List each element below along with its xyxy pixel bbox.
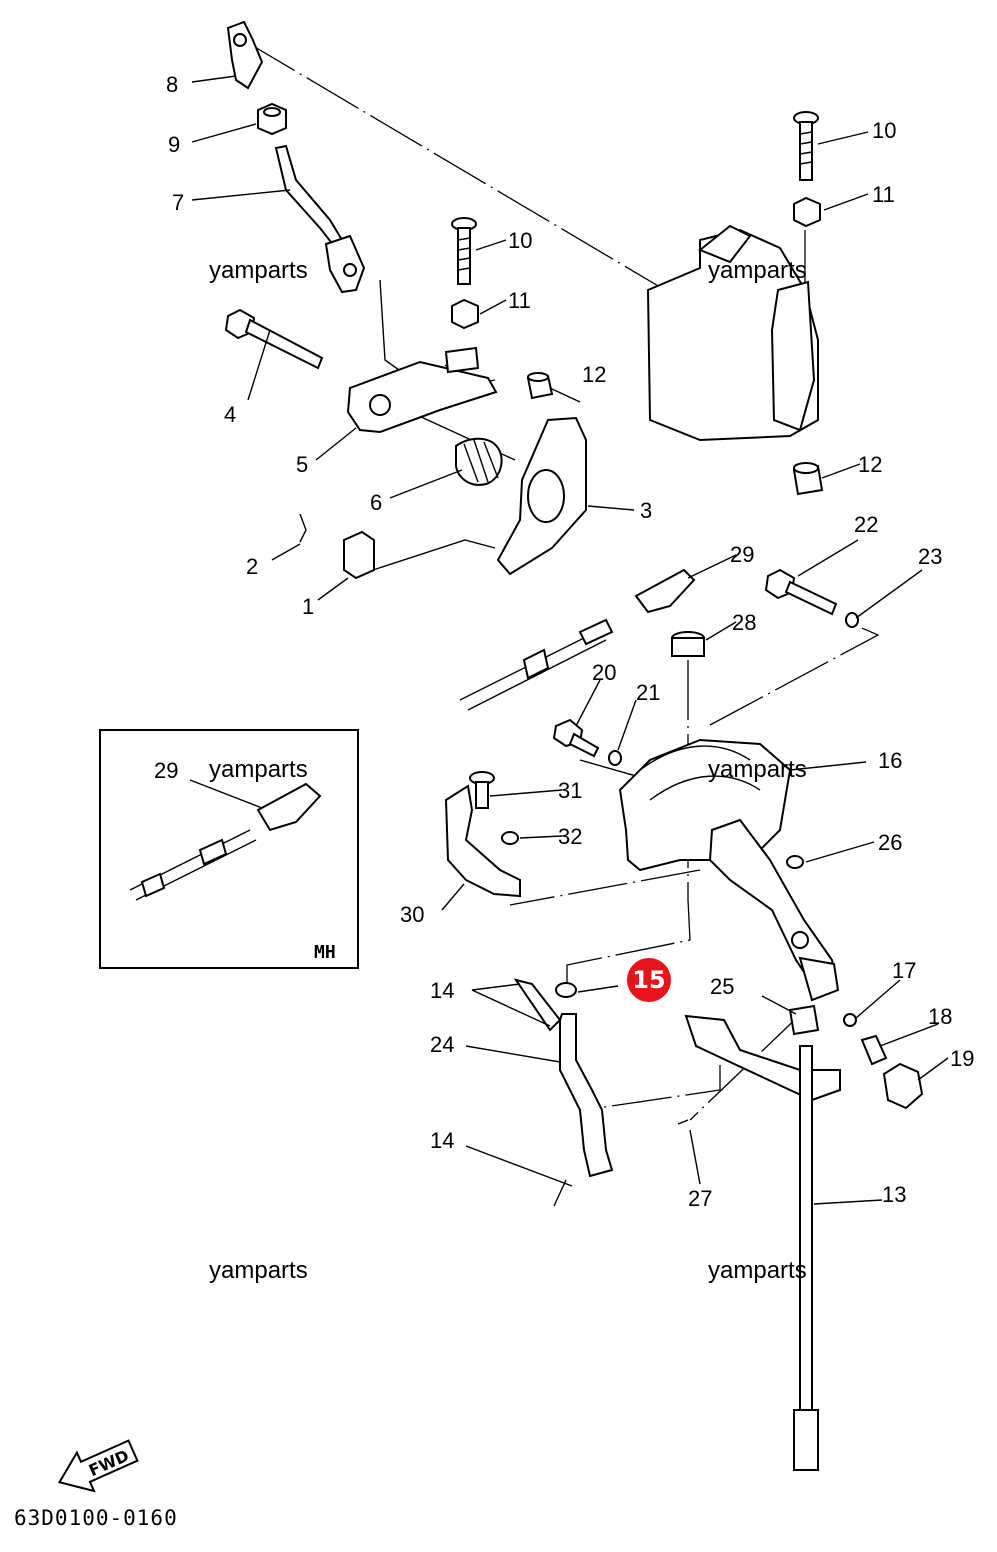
part-6-spring (455, 437, 503, 486)
callout-numbers: 8 9 7 10 11 4 12 5 6 3 2 1 10 11 12 22 2… (166, 72, 974, 1211)
part-4-bolt (224, 308, 324, 370)
mh-inset: 29 MH (99, 729, 359, 969)
callout-16: 16 (878, 748, 902, 773)
part-14-pin-lower (553, 1179, 567, 1207)
part-12-collar-right (792, 462, 824, 496)
shift-arm (708, 818, 840, 1002)
part-30-link (444, 784, 521, 898)
callout-28: 28 (732, 610, 756, 635)
callout-10a: 10 (508, 228, 532, 253)
callout-19: 19 (950, 1046, 974, 1071)
callout-8: 8 (166, 72, 178, 97)
part-8-clip (226, 20, 264, 90)
callout-24: 24 (430, 1032, 454, 1057)
callout-14b: 14 (430, 1128, 454, 1153)
watermark: yamparts (708, 1257, 807, 1284)
part-1-joint (343, 530, 375, 580)
callout-2: 2 (246, 554, 258, 579)
callout-14a: 14 (430, 978, 454, 1003)
watermark: yamparts (209, 257, 308, 284)
part-31-bolt (469, 771, 495, 809)
part-9-nut (257, 102, 287, 136)
diagram-code: 63D0100-0160 (14, 1506, 178, 1530)
watermark: yamparts (209, 756, 308, 783)
callout-leaders (191, 75, 949, 1205)
part-3-throttle-cam (496, 416, 587, 576)
part-15-washer (555, 982, 577, 998)
callout-9: 9 (168, 132, 180, 157)
callout-11a: 11 (508, 288, 531, 313)
callout-6: 6 (370, 490, 382, 515)
callout-25: 25 (710, 974, 734, 999)
part-21-washer (608, 750, 622, 766)
callout-7: 7 (172, 190, 184, 215)
watermark: yamparts (708, 257, 807, 284)
part-11-nut-upper (451, 298, 479, 330)
part-17-ball (843, 1013, 857, 1027)
callout-23: 23 (918, 544, 942, 569)
callout-4: 4 (224, 402, 236, 427)
callout-3: 3 (640, 498, 652, 523)
watermark: yamparts (708, 756, 807, 783)
inset-label: MH (314, 942, 336, 963)
fwd-arrow: FWD (57, 1439, 139, 1493)
callout-18: 18 (928, 1004, 952, 1029)
part-2-pin (299, 513, 307, 543)
callout-11b: 11 (872, 182, 895, 207)
part-11-nut-right (793, 196, 821, 228)
part-26-washer (786, 855, 804, 869)
callout-1: 1 (302, 594, 314, 619)
part-12-collar-upper (526, 372, 554, 400)
callout-21: 21 (636, 680, 660, 705)
part-20-bolt (552, 718, 600, 758)
part-10-screw-right (793, 111, 819, 181)
part-27-pin (677, 1119, 689, 1125)
part-22-bolt (764, 568, 838, 616)
part-18-plunger (860, 1034, 888, 1066)
callout-32: 32 (558, 824, 582, 849)
watermark: yamparts (209, 1257, 308, 1284)
callout-30: 30 (400, 902, 424, 927)
part-29-cable-joint (459, 568, 696, 711)
callout-17: 17 (892, 958, 916, 983)
part-13-shift-rod (684, 1014, 841, 1471)
inset-callout-29: 29 (154, 758, 178, 783)
part-7-rod (274, 144, 366, 294)
callout-29: 29 (730, 542, 754, 567)
part-19-cap-nut (882, 1062, 924, 1110)
part-5-lever (346, 346, 498, 434)
callout-12a: 12 (582, 362, 606, 387)
part-23-washer (845, 612, 859, 628)
callout-5: 5 (296, 452, 308, 477)
part-32-washer (501, 831, 519, 845)
part-10-screw-upper (451, 217, 477, 285)
callout-31: 31 (558, 778, 582, 803)
callout-27: 27 (688, 1186, 712, 1211)
carburetor-housing (646, 224, 819, 442)
callout-10b: 10 (872, 118, 896, 143)
part-25-bushing (788, 1004, 820, 1036)
callout-26: 26 (878, 830, 902, 855)
callout-22: 22 (854, 512, 878, 537)
callout-13: 13 (882, 1182, 906, 1207)
part-28-collar (671, 631, 705, 657)
callout-12b: 12 (858, 452, 882, 477)
part-24-shift-lever (513, 978, 614, 1178)
callout-20: 20 (592, 660, 616, 685)
highlighted-callout-15[interactable]: 15 (627, 958, 671, 1002)
